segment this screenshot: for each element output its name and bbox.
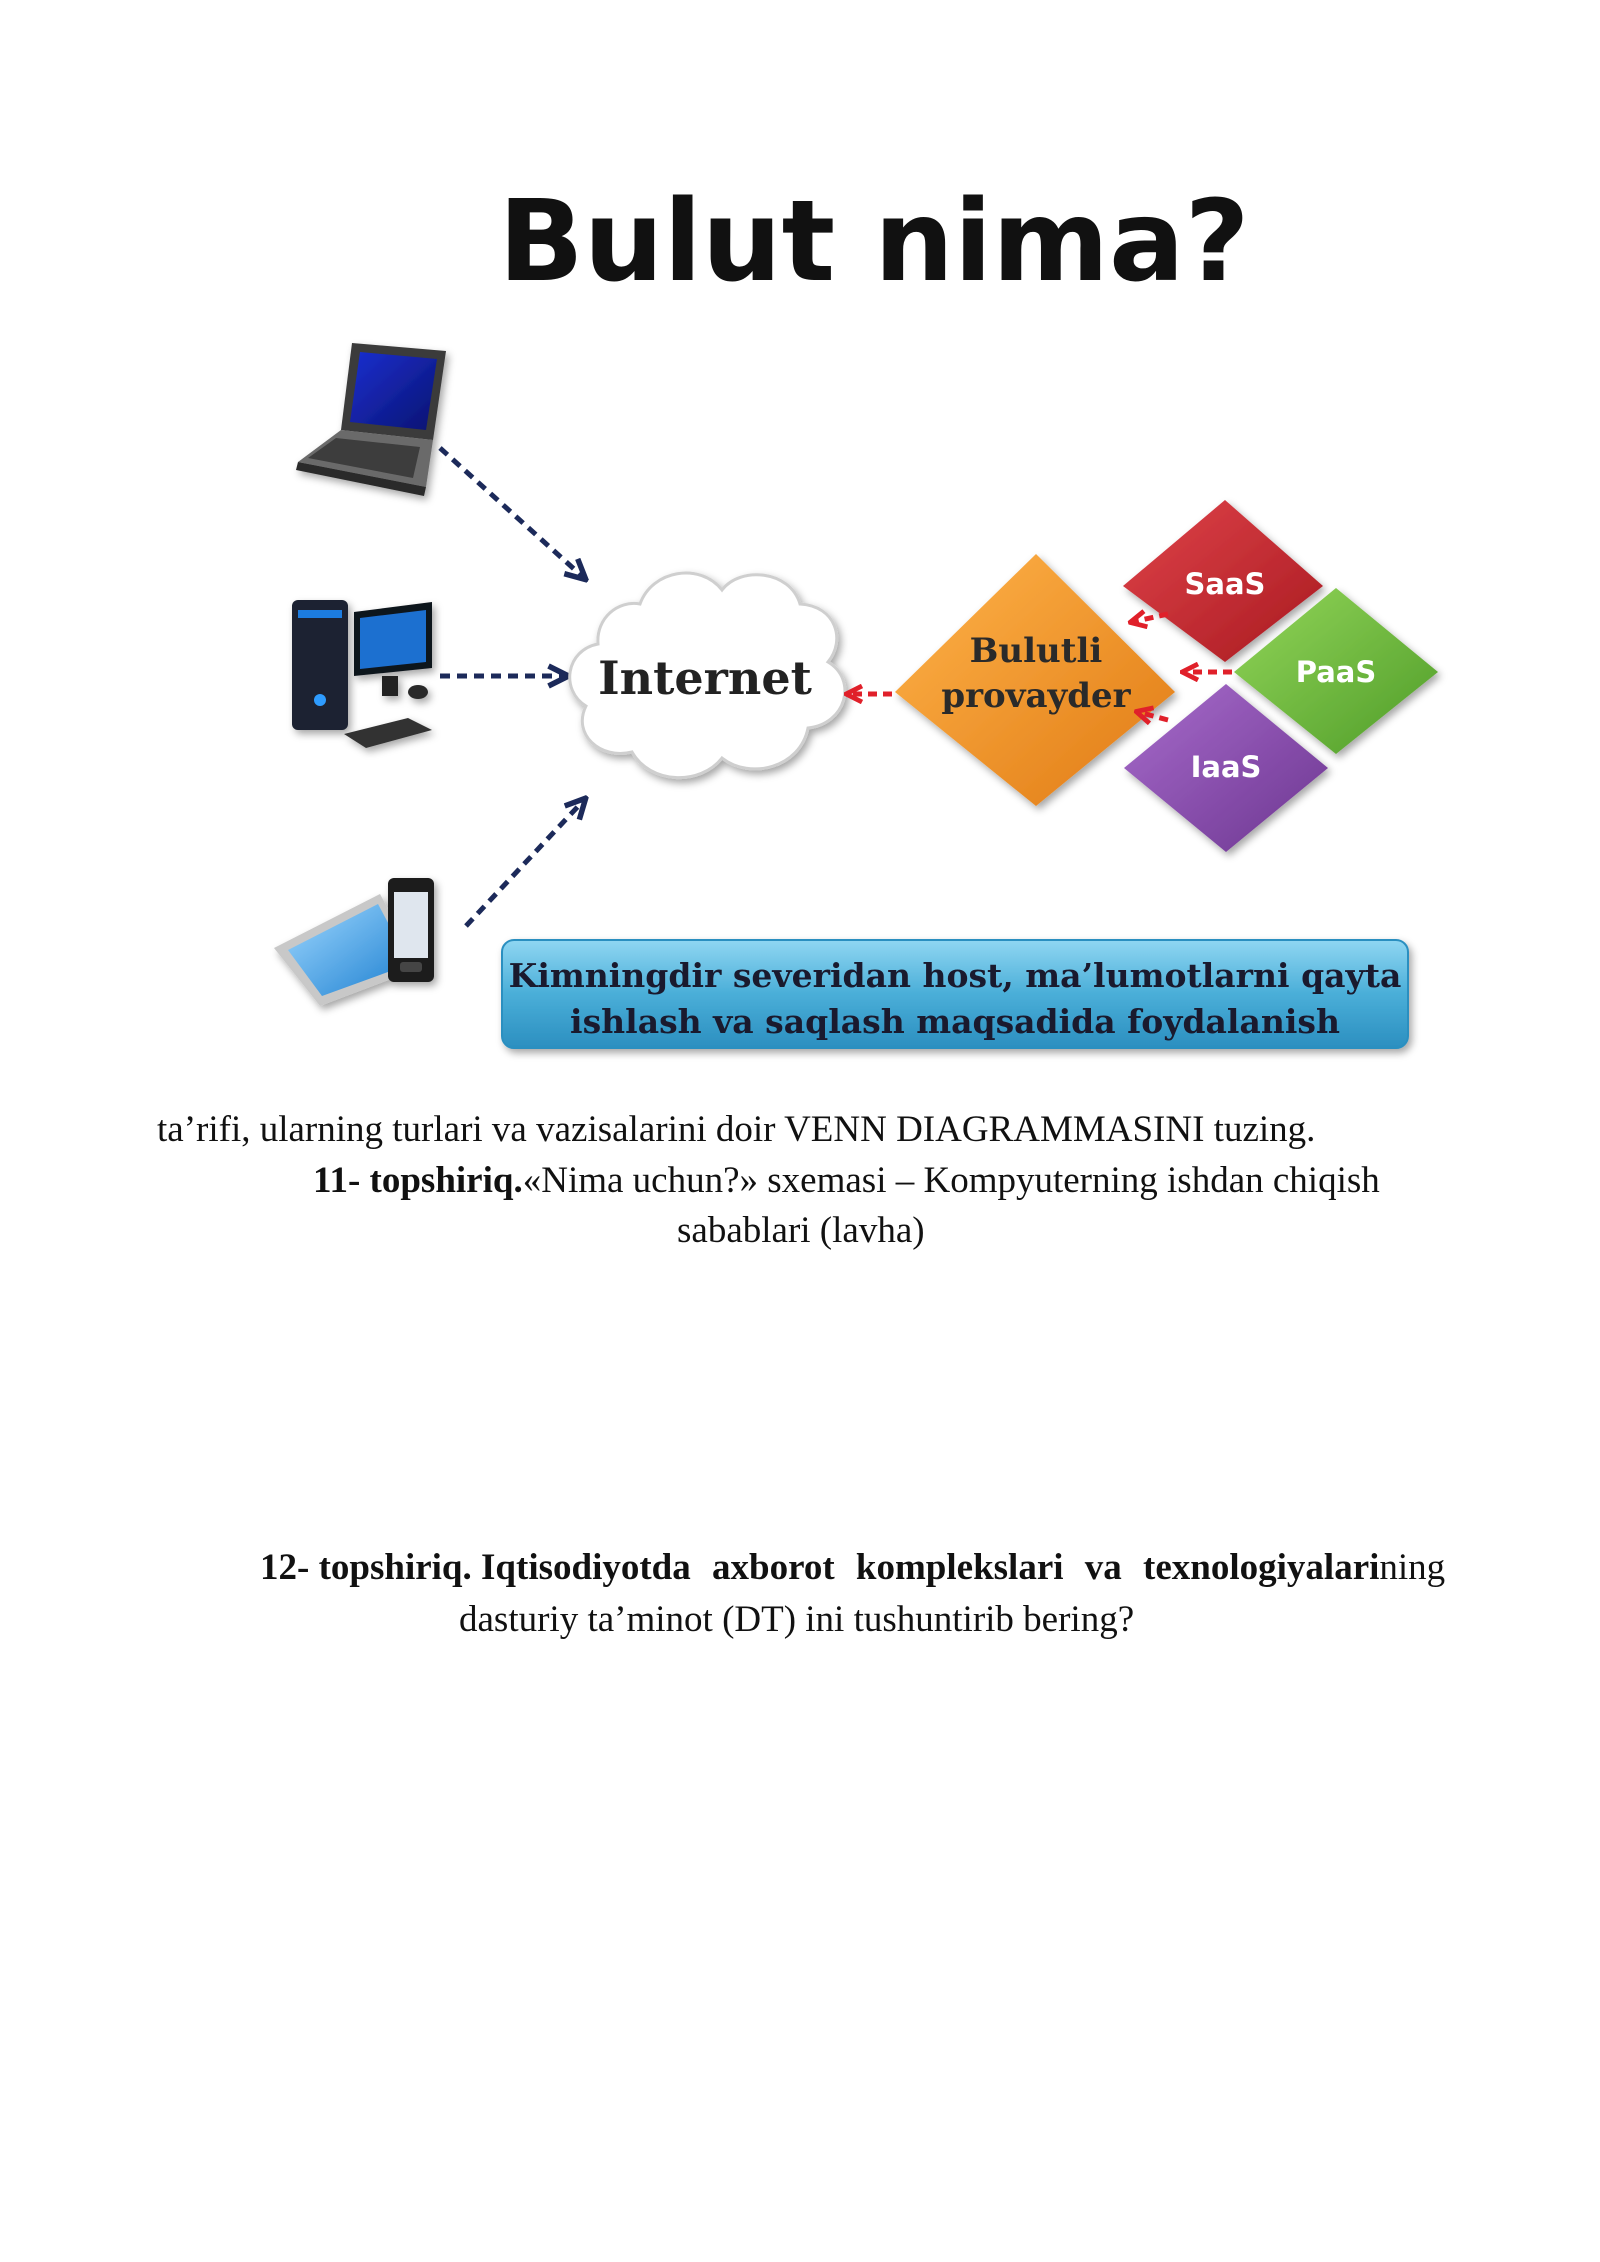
figure-title: Bulut nima?	[498, 177, 1249, 307]
task-12-continuation: dasturiy ta’minot (DT) ini tushuntirib b…	[459, 1599, 1135, 1640]
description-banner	[501, 939, 1409, 1049]
venn-instruction: ta’rifi, ularning turlari va vazisalarin…	[157, 1109, 1316, 1150]
task-11-text: «Nima uchun?» sxemasi – Kompyuterning is…	[522, 1160, 1380, 1201]
task-11-continuation: sabablari (lavha)	[677, 1210, 925, 1251]
task-12-tail: ning	[1379, 1547, 1446, 1588]
device-arrows	[438, 446, 584, 928]
banner-line2: ishlash va saqlash maqsadida foydalanish	[570, 1002, 1340, 1041]
provider-label-line2: provayder	[941, 676, 1131, 716]
desktop-computer-icon	[292, 600, 432, 748]
mobile-arrow	[464, 800, 584, 928]
mobile-devices-icon	[274, 878, 434, 1006]
laptop-arrow	[438, 446, 584, 578]
task-12-bold-text: Iqtisodiyotda axborot komplekslari va te…	[481, 1547, 1380, 1588]
saas-diamond	[1123, 500, 1323, 662]
cloud-icon	[568, 571, 847, 779]
cloud-diagram-figure: Bulut nima? Internet	[274, 177, 1438, 1049]
paas-diamond	[1234, 588, 1438, 754]
task-11-heading: 11- topshiriq.«Nima uchun?» sxemasi – Ko…	[313, 1158, 1380, 1204]
iaas-label: IaaS	[1191, 750, 1262, 784]
cloud-provider-diamond	[895, 554, 1175, 806]
service-arrows	[848, 614, 1232, 720]
saas-arrow	[1132, 614, 1169, 622]
task-12-heading: 12- topshiriq. Iqtisodiyotda axborot kom…	[260, 1545, 1445, 1591]
internet-label: Internet	[598, 651, 812, 705]
provider-label-line1: Bulutli	[970, 631, 1103, 671]
paas-label: PaaS	[1296, 655, 1377, 689]
saas-label: SaaS	[1185, 567, 1266, 601]
iaas-diamond	[1124, 684, 1328, 852]
task-12-label: 12- topshiriq.	[260, 1547, 472, 1588]
task-11-label: 11- topshiriq.	[313, 1160, 523, 1201]
iaas-arrow	[1138, 712, 1169, 720]
banner-line1: Kimningdir severidan host, ma’lumotlarni…	[509, 956, 1402, 995]
laptop-icon	[296, 343, 446, 496]
